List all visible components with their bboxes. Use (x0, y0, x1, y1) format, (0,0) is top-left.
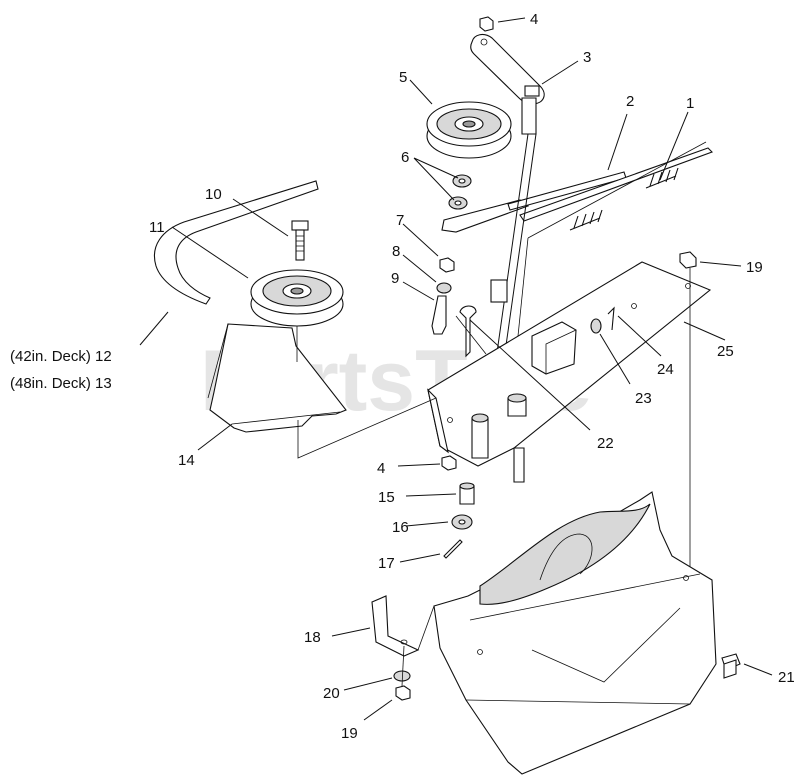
callout-19-bottom: 19 (341, 725, 358, 742)
callout-7: 7 (396, 212, 404, 229)
spring-1 (645, 167, 679, 189)
callout-12: (42in. Deck) 12 (10, 348, 112, 365)
spring-rod (519, 147, 713, 222)
rod-bracket (441, 199, 530, 233)
callout-10: 10 (205, 186, 222, 203)
tube (471, 417, 489, 459)
pin-17 (443, 539, 463, 559)
left-pulley-assembly (154, 180, 347, 433)
idler-arm-assembly (426, 16, 713, 431)
callout-8: 8 (392, 243, 400, 260)
nut-19-top (679, 251, 697, 269)
pulley-11 (250, 269, 344, 327)
leader-lines (139, 17, 773, 721)
callout-11: 11 (149, 219, 165, 236)
nut-4-bottom (441, 455, 457, 471)
plate-flange (427, 388, 449, 454)
bracket-18 (371, 595, 420, 657)
belt (154, 180, 319, 305)
callout-24: 24 (657, 361, 674, 378)
callout-19-top: 19 (746, 259, 763, 276)
callout-20: 20 (323, 685, 340, 702)
nut-4-top (479, 16, 494, 32)
lower-shaft-parts (441, 455, 475, 559)
nut-7 (439, 257, 455, 273)
spring-lower (569, 209, 603, 231)
callout-4-top: 4 (530, 11, 538, 28)
callout-9: 9 (391, 270, 399, 287)
bushing-upper (490, 279, 508, 303)
bolt-9 (431, 295, 447, 335)
plate-assembly-25 (297, 141, 712, 586)
callout-13: (48in. Deck) 13 (10, 375, 112, 392)
callout-22: 22 (597, 435, 614, 452)
callout-14: 14 (178, 452, 195, 469)
washer-8 (436, 282, 452, 294)
chute-top-curve (479, 503, 651, 605)
callout-1: 1 (686, 95, 694, 112)
pulley-5 (426, 101, 512, 159)
callout-6: 6 (401, 149, 409, 166)
discharge-chute (371, 491, 741, 775)
callout-3: 3 (583, 49, 591, 66)
callout-2: 2 (626, 93, 634, 110)
callout-23: 23 (635, 390, 652, 407)
callout-21: 21 (778, 669, 795, 686)
bracket-plate-14 (209, 323, 347, 433)
bolt-10 (291, 220, 309, 261)
nut-19-bottom (395, 685, 411, 701)
callout-5: 5 (399, 69, 407, 86)
callout-4-bottom: 4 (377, 460, 385, 477)
pivot-pin (521, 97, 537, 135)
callout-15: 15 (378, 489, 395, 506)
pin-23 (590, 318, 602, 334)
callout-17: 17 (378, 555, 395, 572)
callout-25: 25 (717, 343, 734, 360)
callout-16: 16 (392, 519, 409, 536)
callout-18: 18 (304, 629, 321, 646)
callout-labels: 1 2 3 4 5 6 7 8 9 10 11 (42in. Deck) 12 … (10, 11, 795, 742)
